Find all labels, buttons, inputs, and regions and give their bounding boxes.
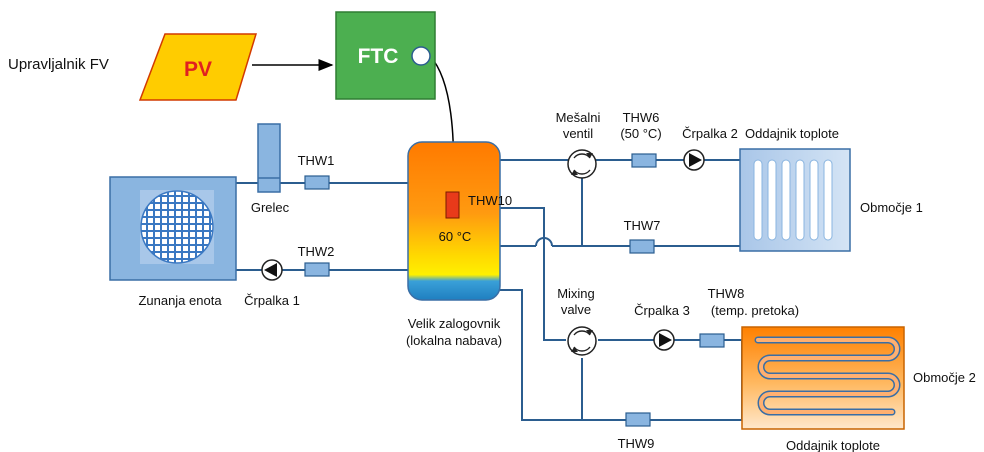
underfloor-zone2 [741,326,905,430]
thw6-label-line1: THW6 [623,110,660,125]
pump1-icon [261,259,283,281]
pipe-zone2-flow-feed [500,207,566,341]
ftc-controller: FTC [335,11,436,100]
pump3-label: Črpalka 3 [634,303,690,318]
mixing-valve-2-label-line1: Mixing [557,286,595,301]
pump2-icon [683,149,705,171]
emitter1-label: Oddajnik toplote [745,126,839,141]
outdoor-unit [109,176,237,281]
tank-label-line2: (lokalna nabava) [406,333,502,348]
pump3-icon [653,329,675,351]
controller-label: Upravljalnik FV [8,56,109,73]
mixing-valve-2-label-line2: valve [561,302,591,317]
zone1-label: Območje 1 [860,200,923,215]
pv-label: PV [184,58,212,81]
pv-box [138,33,258,101]
mixing-valve-1-label-line1: Mešalni [556,110,601,125]
mixing-valve-1-icon [567,149,597,179]
ftc-label: FTC [358,45,399,68]
pump2-label: Črpalka 2 [682,126,738,141]
radiator-zone1 [739,148,851,252]
tank-body [407,141,501,301]
buffer-tank [407,141,501,301]
sensor-thw1 [304,175,330,190]
sensor-thw9 [625,412,651,427]
sensor-thw6 [631,153,657,168]
thw9-label: THW9 [618,436,655,451]
heater-body [257,123,281,193]
thw7-label: THW7 [624,218,661,233]
tank-label-line1: Velik zalogovnik [408,316,501,331]
tank-temp: 60 °C [439,229,472,244]
ftc-connector-icon [411,46,431,66]
backup-heater [257,123,281,193]
emitter2-label: Oddajnik toplote [786,438,880,452]
fan-grille-icon [140,190,214,264]
thw8-label-line2: (temp. pretoka) [711,303,799,318]
thw6-label-line2: (50 °C) [620,126,661,141]
pump1-label: Črpalka 1 [244,293,300,308]
floor-coil-icon [756,338,899,414]
pv-unit: PV [138,33,258,101]
mixing-valve-1-label-line2: ventil [563,126,593,141]
sensor-thw7 [629,239,655,254]
outdoor-unit-label: Zunanja enota [138,293,222,308]
zone2-label: Območje 2 [913,370,976,385]
sensor-thw10 [445,191,460,219]
thw8-label-line1: THW8 [708,286,745,301]
pipe-zone2-return [500,289,742,421]
mixing-valve-2-icon [567,326,597,356]
sensor-thw8 [699,333,725,348]
heater-label: Grelec [251,200,290,215]
thw1-label: THW1 [298,153,335,168]
thw2-label: THW2 [298,244,335,259]
sensor-thw2 [304,262,330,277]
thw10-label: THW10 [468,193,512,208]
